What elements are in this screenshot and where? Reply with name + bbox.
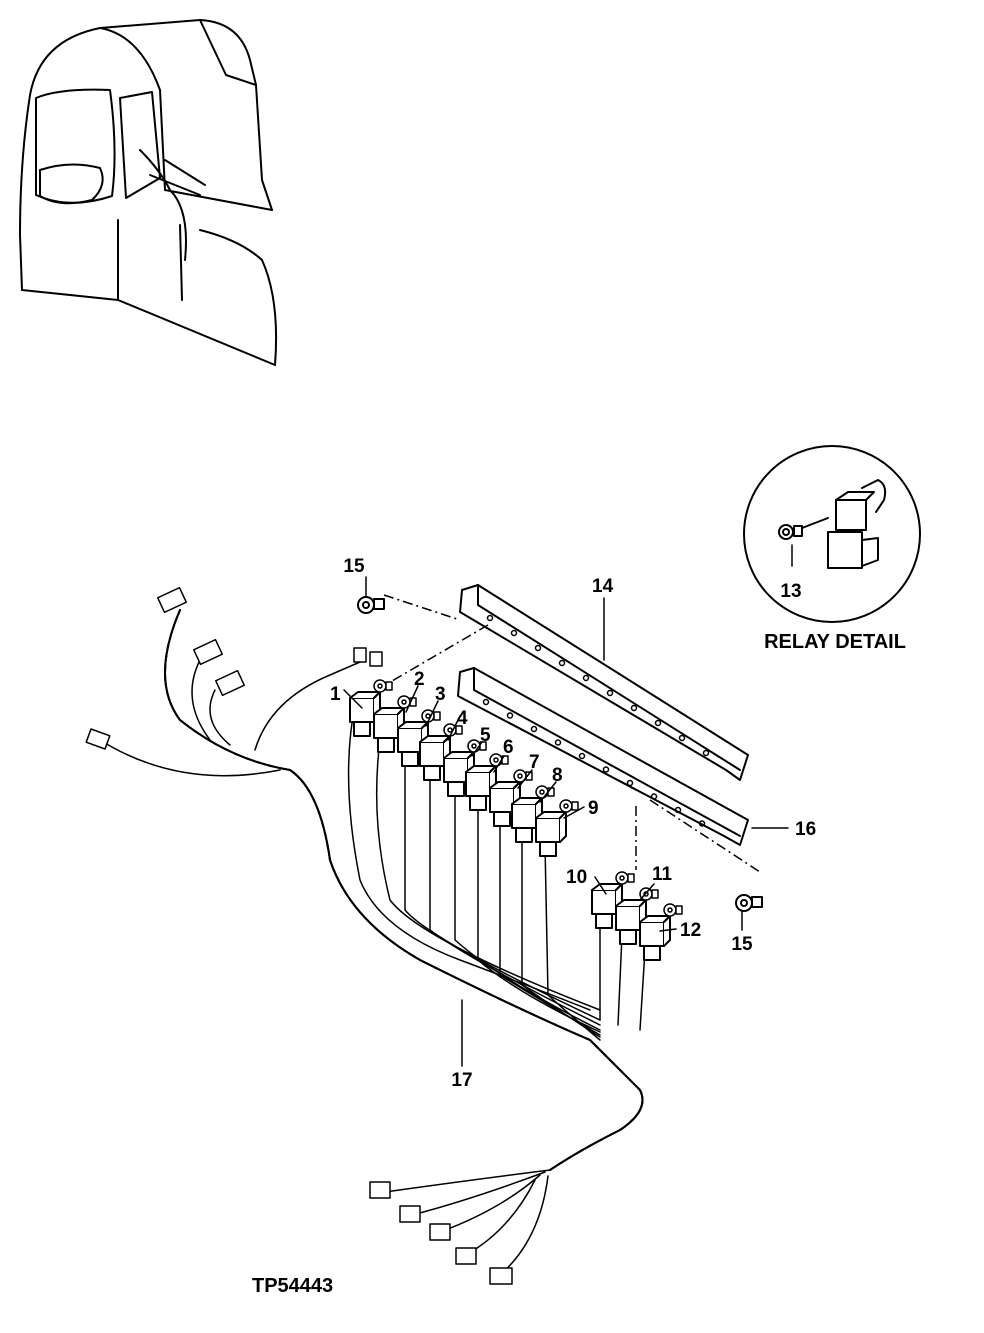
callout-7: 7: [529, 752, 540, 773]
mounting-hole: [702, 749, 710, 757]
relay-detail-view: [743, 445, 921, 623]
harness-connectors: [85, 586, 513, 1285]
mounting-hole: [582, 674, 590, 682]
callout-10: 10: [566, 867, 587, 888]
relay: [639, 915, 671, 961]
relay: [535, 811, 567, 857]
mounting-hole: [678, 734, 686, 742]
screw-icon: [778, 524, 803, 540]
mounting-hole: [650, 793, 658, 800]
mounting-hole: [534, 644, 542, 652]
relay: [397, 721, 429, 767]
callout-6: 6: [503, 737, 514, 758]
mounting-hole: [506, 712, 514, 719]
callout-9: 9: [588, 798, 599, 819]
callout-17: 17: [451, 1070, 472, 1091]
callout-3: 3: [435, 684, 446, 705]
relay-bracket-lower: [457, 667, 749, 846]
callout-4: 4: [457, 708, 468, 729]
wire-harness: [99, 609, 646, 1276]
mounting-hole: [510, 629, 518, 637]
assembly-lines: [379, 594, 761, 873]
mounting-hole: [674, 806, 682, 814]
mounting-hole: [578, 752, 586, 760]
mounting-hole: [486, 614, 494, 622]
screw-icon: [559, 799, 579, 813]
callout-15-bottom: 15: [731, 934, 753, 955]
mounting-hole: [606, 689, 614, 697]
callout-11: 11: [652, 864, 673, 885]
callout-1: 1: [330, 684, 341, 705]
mounting-hole: [558, 659, 566, 667]
callout-2: 2: [414, 669, 425, 690]
screw-icon: [615, 871, 635, 885]
relay-bracket-upper: [459, 584, 749, 781]
bolt-icon: [357, 596, 385, 614]
cab-overview: [19, 19, 278, 366]
callout-8: 8: [552, 765, 563, 786]
mounting-hole: [626, 779, 634, 787]
callout-5: 5: [480, 725, 491, 746]
relay: [511, 797, 543, 843]
mounting-hole: [654, 719, 662, 727]
mounting-hole: [554, 739, 562, 746]
bracket-holes: [482, 614, 710, 827]
relay-detail-caption: RELAY DETAIL: [764, 631, 906, 653]
callout-15-top: 15: [343, 556, 365, 577]
bolt-icon: [735, 894, 763, 912]
mounting-hole: [530, 725, 538, 733]
leader-lines: [343, 576, 789, 1067]
mounting-hole: [482, 698, 490, 706]
callout-12: 12: [680, 920, 701, 941]
screw-icon: [663, 903, 683, 917]
screw-icon: [513, 769, 533, 783]
relays: [349, 679, 683, 961]
mounting-hole: [698, 820, 706, 827]
screw-icon: [373, 679, 393, 693]
callout-14: 14: [592, 576, 614, 597]
figure-id: TP54443: [252, 1275, 333, 1297]
mounting-hole: [602, 766, 610, 773]
callout-16: 16: [795, 819, 816, 840]
relay: [615, 899, 647, 945]
mounting-hole: [630, 704, 638, 712]
callout-13: 13: [780, 581, 801, 602]
relay: [591, 883, 623, 929]
